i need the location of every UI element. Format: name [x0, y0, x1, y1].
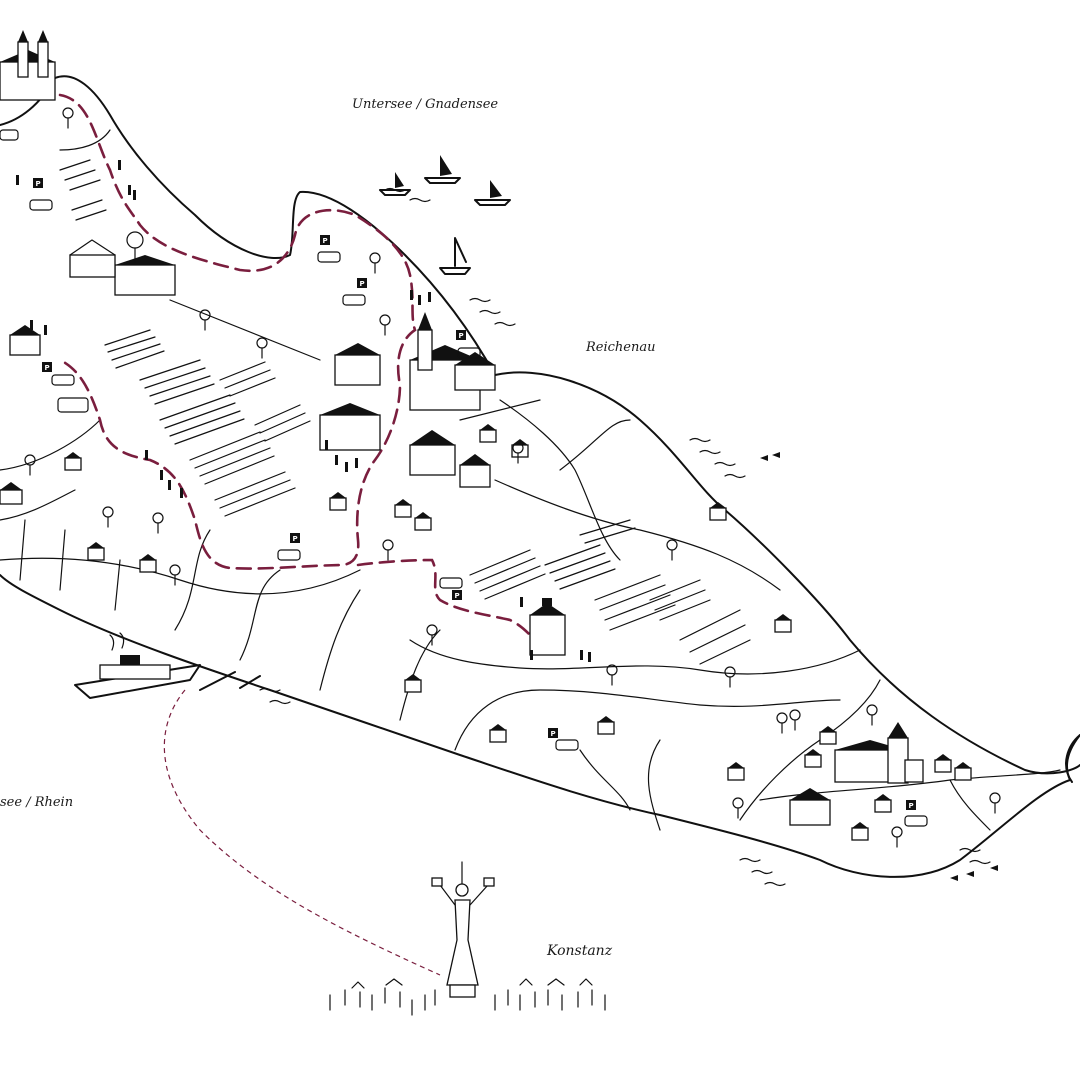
parking-label: P: [293, 535, 298, 543]
walking-route: [58, 93, 417, 570]
pedestrian-icon: [16, 160, 591, 662]
walking-route-south: [356, 558, 532, 637]
statue-icon: [431, 861, 495, 998]
parking-label: P: [551, 730, 556, 738]
parking-label: P: [36, 180, 41, 188]
lake-label-rhein: see / Rhein: [0, 795, 74, 810]
church-icon: [0, 30, 56, 101]
tree-icon: [24, 107, 1001, 848]
lake-label-untersee: Untersee / Gnadensee: [352, 97, 499, 112]
parking-label: P: [323, 237, 328, 245]
island-coastline: [0, 75, 1080, 878]
village-mittelzell: [319, 312, 496, 488]
island-tip-right: [1065, 734, 1080, 783]
field-boundaries: [0, 129, 1061, 831]
parking-label: P: [909, 802, 914, 810]
car-icon: [0, 129, 928, 827]
vineyard-center: [104, 329, 311, 517]
parking-label: P: [459, 332, 464, 340]
parking-label: P: [360, 280, 365, 288]
ferry-crossing-route: [163, 689, 441, 976]
vineyard-northwest: [59, 159, 107, 221]
house-icon: [0, 239, 972, 841]
parking-label: P: [455, 592, 460, 600]
crowd-konstanz: [329, 978, 606, 1016]
ferry-icon: [74, 632, 201, 699]
parking-label: P: [45, 364, 50, 372]
vineyard-east: [469, 519, 751, 665]
church-icon: [834, 722, 924, 784]
island-label-reichenau: Reichenau: [586, 340, 656, 355]
city-label-konstanz: Konstanz: [547, 943, 613, 959]
sailboat-icon: [379, 155, 511, 275]
pier: [199, 671, 261, 691]
church-icon: [529, 598, 566, 656]
parking-icon: P P P P P P P P P: [33, 178, 916, 810]
